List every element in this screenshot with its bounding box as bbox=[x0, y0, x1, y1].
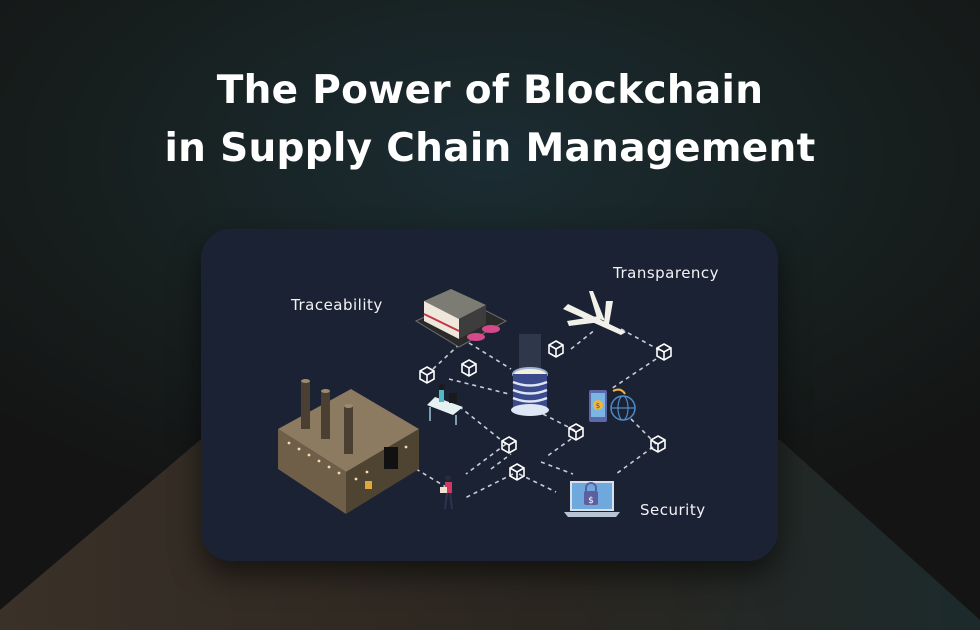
delivery-person-icon bbox=[440, 475, 453, 510]
dashed-connectors bbox=[415, 328, 662, 500]
warehouse-icon bbox=[414, 289, 508, 348]
diagram-card: Traceability Transparency Security bbox=[201, 229, 778, 561]
secure-laptop-icon: $ bbox=[564, 481, 620, 517]
page-title: The Power of Blockchain in Supply Chain … bbox=[0, 62, 980, 178]
label-security: Security bbox=[640, 501, 706, 519]
mobile-payment-globe-icon: $ bbox=[589, 388, 636, 422]
title-line-2: in Supply Chain Management bbox=[164, 126, 816, 171]
factory-icon bbox=[278, 379, 419, 514]
label-traceability: Traceability bbox=[291, 296, 383, 314]
svg-text:$: $ bbox=[588, 496, 594, 506]
airplane-icon bbox=[563, 291, 626, 335]
worker-desk-icon bbox=[427, 384, 463, 425]
label-transparency: Transparency bbox=[613, 264, 720, 282]
title-line-1: The Power of Blockchain bbox=[216, 68, 764, 113]
database-icon bbox=[511, 334, 549, 416]
svg-text:$: $ bbox=[596, 402, 600, 410]
supply-chain-diagram: $ bbox=[278, 289, 672, 517]
